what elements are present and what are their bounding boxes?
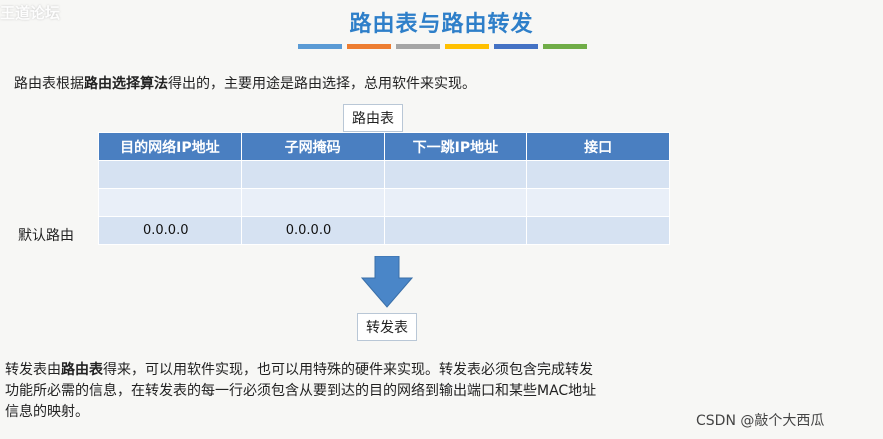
routing-table-label: 路由表: [343, 104, 403, 132]
header-interface: 接口: [526, 132, 670, 161]
page-title: 路由表与路由转发: [349, 12, 534, 37]
intro-post: 得出的，主要用途是路由选择，总用软件来实现。: [168, 76, 476, 92]
para-bold: 路由表: [61, 362, 103, 378]
paragraph-line-2: 功能所必需的信息，在转发表的每一行必须包含从要到达的目的网络到输出端口和某些MA…: [5, 383, 597, 399]
color-bar-segment: [396, 44, 440, 49]
title-color-bar: [298, 44, 587, 49]
paragraph-line-1: 转发表由路由表得来，可以用软件实现，也可以用特殊的硬件来实现。转发表必须包含完成…: [5, 360, 765, 381]
table-cell: [240, 188, 385, 217]
default-route-row: 0.0.0.0 0.0.0.0: [98, 216, 670, 245]
down-arrow-icon: [361, 256, 413, 308]
header-dest-ip: 目的网络IP地址: [98, 132, 242, 161]
intro-pre: 路由表根据: [14, 76, 84, 92]
default-dest-ip-cell: 0.0.0.0: [98, 216, 242, 245]
watermark-bottom-right: CSDN @敲个大西瓜: [696, 413, 825, 429]
para-pre: 转发表由: [5, 362, 61, 378]
table-cell: [383, 160, 528, 189]
default-route-label: 默认路由: [18, 228, 74, 244]
header-next-hop: 下一跳IP地址: [383, 132, 528, 161]
routing-table: 目的网络IP地址 子网掩码 下一跳IP地址 接口 0.0.0.0 0.0.0.0: [98, 132, 670, 245]
color-bar-segment: [347, 44, 391, 49]
table-header-row: 目的网络IP地址 子网掩码 下一跳IP地址 接口: [98, 132, 670, 161]
color-bar-segment: [543, 44, 587, 49]
table-row: [98, 188, 670, 217]
color-bar-segment: [298, 44, 342, 49]
table-row: [98, 160, 670, 189]
header-subnet-mask: 子网掩码: [240, 132, 385, 161]
table-cell: [98, 188, 242, 217]
table-cell: [526, 216, 670, 245]
table-cell: [240, 160, 385, 189]
color-bar-segment: [445, 44, 489, 49]
color-bar-segment: [494, 44, 538, 49]
watermark-top-left: 王道论坛: [0, 4, 61, 22]
table-cell: [526, 188, 670, 217]
forwarding-paragraph: 转发表由路由表得来，可以用软件实现，也可以用特殊的硬件来实现。转发表必须包含完成…: [5, 360, 765, 423]
intro-text: 路由表根据路由选择算法得出的，主要用途是路由选择，总用软件来实现。: [14, 73, 476, 93]
table-cell: [98, 160, 242, 189]
table-cell: [383, 188, 528, 217]
intro-bold: 路由选择算法: [84, 76, 168, 92]
para-line1-post: 得来，可以用软件实现，也可以用特殊的硬件来实现。转发表必须包含完成转发: [103, 362, 593, 378]
table-cell: [383, 216, 528, 245]
forwarding-table-label: 转发表: [357, 313, 417, 341]
default-mask-cell: 0.0.0.0: [240, 216, 385, 245]
table-cell: [526, 160, 670, 189]
paragraph-line-3: 信息的映射。: [5, 404, 89, 420]
